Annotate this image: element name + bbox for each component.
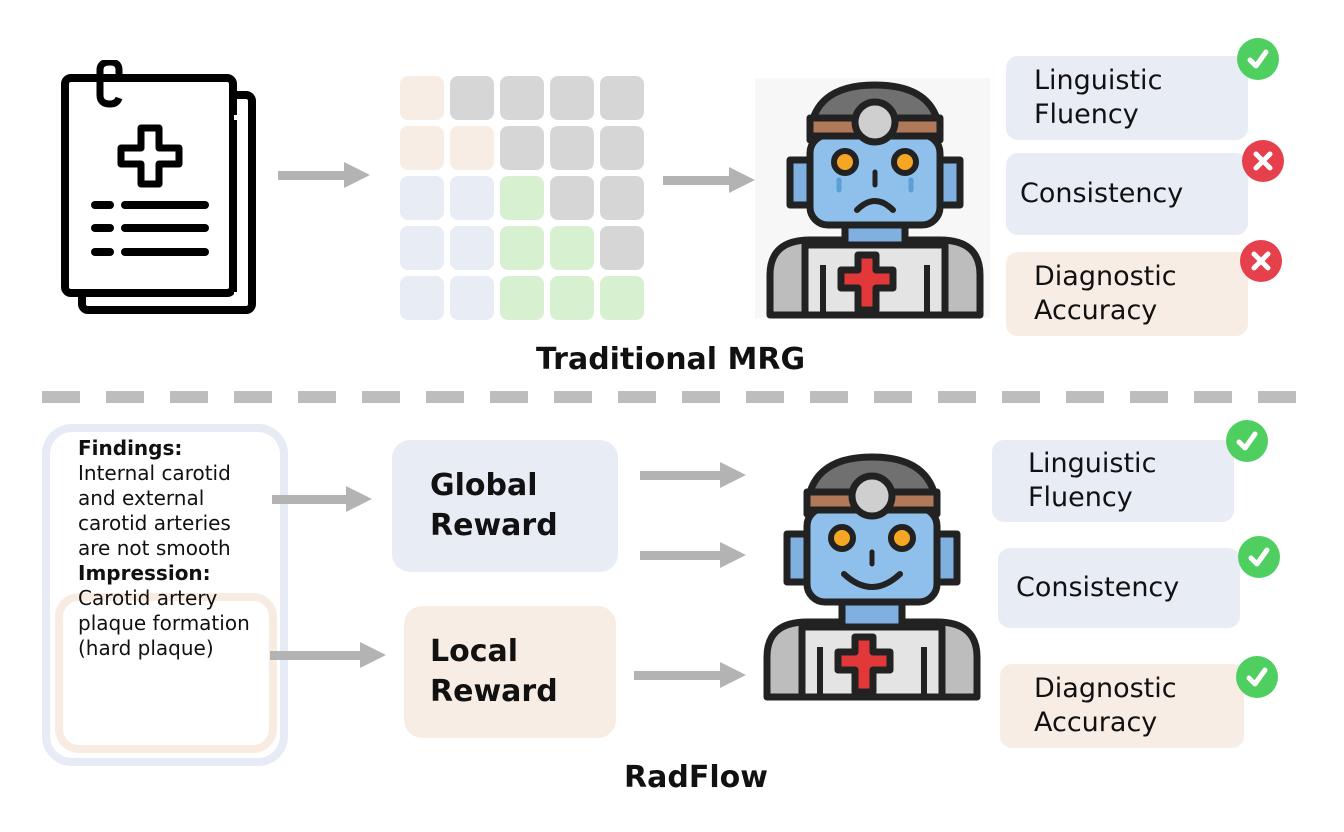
metric-label: Fluency	[1028, 482, 1133, 513]
grid-cell-blue	[450, 176, 494, 220]
local-reward-box: Local Reward	[404, 606, 616, 738]
impression-label: Impression:	[78, 561, 211, 585]
grid-cell-gray	[550, 176, 594, 220]
report-impression-frame	[55, 593, 277, 753]
grid-cell-blue	[400, 276, 444, 320]
metric-diagnostic-accuracy: Diagnostic Accuracy	[1000, 664, 1244, 748]
impression-line: plaque formation	[78, 611, 250, 635]
cross-icon	[1240, 240, 1282, 282]
arrow-right-icon	[270, 642, 386, 668]
impression-line: Carotid artery	[78, 586, 218, 610]
metric-label: Consistency	[1020, 178, 1184, 209]
metric-label: Diagnostic	[1034, 673, 1177, 704]
findings-line: carotid arteries	[78, 511, 231, 535]
metric-consistency: Consistency	[998, 548, 1240, 628]
grid-cell-green	[500, 176, 544, 220]
grid-cell-gray	[450, 76, 494, 120]
reward-label: Reward	[430, 508, 558, 543]
medical-report-icon	[61, 60, 256, 314]
metric-linguistic-fluency: Linguistic Fluency	[992, 440, 1234, 522]
grid-cell-gray	[550, 76, 594, 120]
metric-label: Fluency	[1034, 99, 1139, 130]
token-grid	[400, 76, 644, 320]
metric-label: Consistency	[1016, 572, 1180, 603]
grid-cell-blue	[450, 276, 494, 320]
arrow-right-icon	[663, 167, 755, 193]
grid-cell-green	[550, 226, 594, 270]
findings-line: are not smooth	[78, 536, 231, 560]
grid-cell-peach	[450, 126, 494, 170]
metric-label: Linguistic	[1034, 65, 1163, 96]
section-title-radflow: RadFlow	[624, 760, 768, 795]
findings-label: Findings:	[78, 436, 183, 460]
metric-label: Linguistic	[1028, 448, 1157, 479]
happy-doctor-robot-icon	[763, 453, 981, 701]
cross-icon	[1242, 140, 1284, 182]
grid-cell-blue	[400, 176, 444, 220]
grid-cell-blue	[450, 226, 494, 270]
arrow-right-icon	[640, 462, 746, 488]
grid-cell-gray	[600, 176, 644, 220]
grid-cell-blue	[400, 226, 444, 270]
arrow-right-icon	[272, 486, 372, 512]
grid-cell-gray	[600, 226, 644, 270]
grid-cell-gray	[600, 76, 644, 120]
grid-cell-green	[500, 226, 544, 270]
section-divider	[42, 391, 1308, 403]
arrow-right-icon	[640, 542, 746, 568]
metric-label: Diagnostic	[1034, 261, 1177, 292]
metric-linguistic-fluency: Linguistic Fluency	[1006, 56, 1248, 140]
check-icon	[1237, 38, 1279, 80]
grid-cell-green	[500, 276, 544, 320]
findings-line: and external	[78, 486, 205, 510]
check-icon	[1226, 420, 1268, 462]
section-title-traditional-mrg: Traditional MRG	[536, 342, 806, 377]
impression-line: (hard plaque)	[78, 636, 214, 660]
findings-line: Internal carotid	[78, 461, 231, 485]
grid-cell-gray	[550, 126, 594, 170]
grid-cell-green	[550, 276, 594, 320]
grid-cell-gray	[500, 76, 544, 120]
metric-label: Accuracy	[1034, 707, 1158, 738]
sad-doctor-robot-icon	[766, 81, 984, 319]
grid-cell-green	[600, 276, 644, 320]
check-icon	[1236, 656, 1278, 698]
grid-cell-peach	[400, 76, 444, 120]
grid-cell-gray	[500, 126, 544, 170]
global-reward-box: Global Reward	[392, 440, 618, 572]
metric-label: Accuracy	[1034, 295, 1158, 326]
reward-label: Local	[430, 634, 519, 669]
reward-label: Reward	[430, 674, 558, 709]
radiology-report: Findings: Internal carotid and external …	[78, 436, 250, 661]
metric-diagnostic-accuracy: Diagnostic Accuracy	[1006, 252, 1248, 336]
arrow-right-icon	[278, 162, 370, 188]
reward-label: Global	[430, 468, 538, 503]
grid-cell-peach	[400, 126, 444, 170]
check-icon	[1238, 536, 1280, 578]
grid-cell-gray	[600, 126, 644, 170]
arrow-right-icon	[634, 662, 746, 688]
metric-consistency: Consistency	[1006, 153, 1248, 235]
report-outer-frame	[42, 424, 288, 766]
